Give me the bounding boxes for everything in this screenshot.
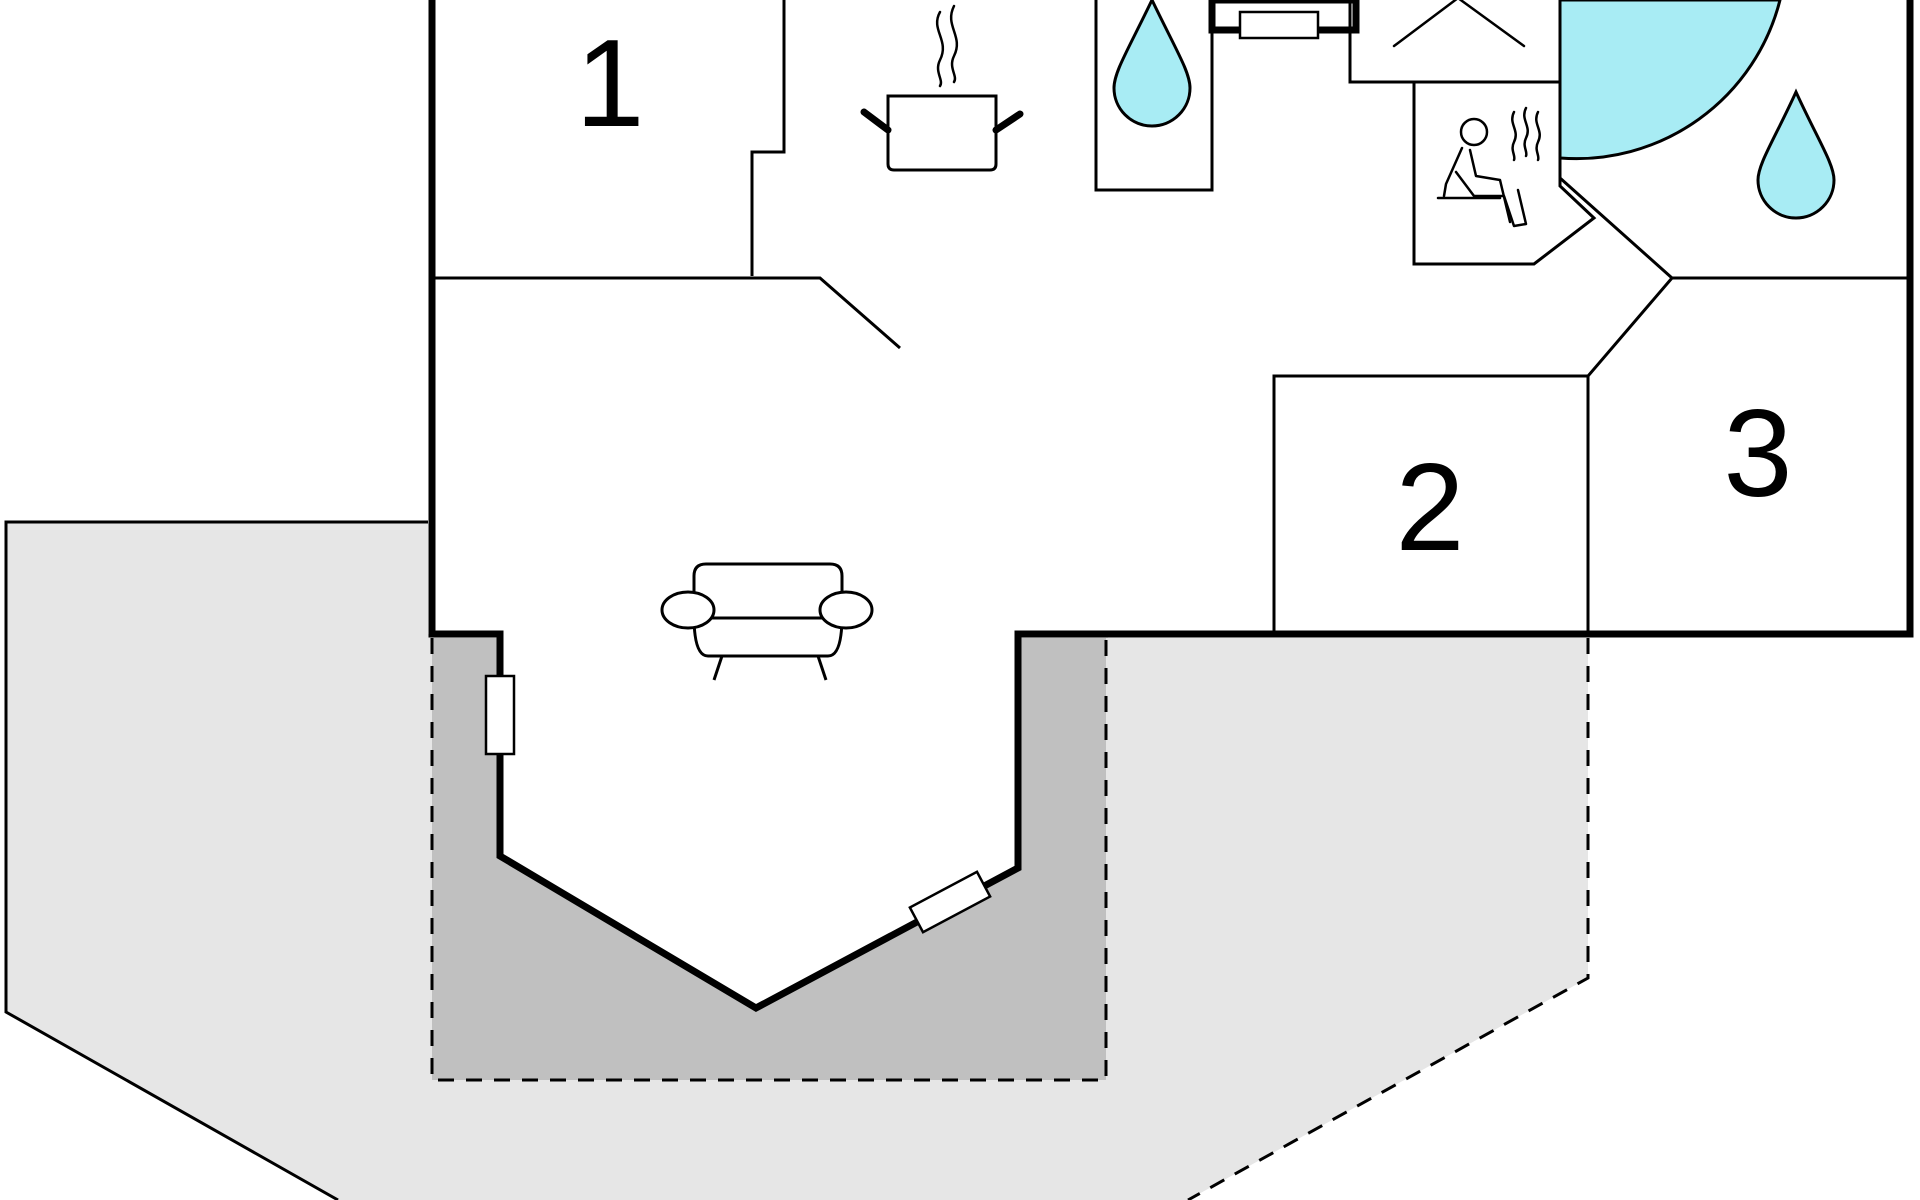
- shower-drain: [1238, 10, 1320, 40]
- living-divider-wall: [432, 276, 901, 350]
- outer-terrace-edge: [4, 520, 428, 1200]
- outer-terrace-dashed-edge: [1187, 638, 1590, 1200]
- armchair-icon: [660, 562, 874, 681]
- sauna-icon: [1436, 106, 1541, 228]
- window-left: [484, 674, 516, 756]
- room-number-1: 1: [576, 15, 645, 153]
- pool-water: [1558, 0, 1782, 161]
- cooking-pot-icon: [860, 4, 1024, 172]
- sauna-wall: [1412, 82, 1597, 266]
- shower-wall: [1094, 0, 1214, 192]
- skylight-icon: [1392, 0, 1526, 48]
- room-1-wall: [750, 0, 786, 276]
- skylight-box: [1348, 0, 1562, 84]
- window-bottom-right: [908, 870, 992, 934]
- exterior-wall: [428, 0, 1914, 1013]
- room-number-2: 2: [1396, 439, 1465, 577]
- water-drop-icon: [1112, 0, 1192, 128]
- water-drop-icon: [1756, 88, 1836, 220]
- covered-terrace: [432, 638, 1106, 1080]
- room-number-3: 3: [1724, 385, 1793, 523]
- room-2-wall: [1272, 374, 1588, 634]
- interior-floor: [432, 0, 1910, 1008]
